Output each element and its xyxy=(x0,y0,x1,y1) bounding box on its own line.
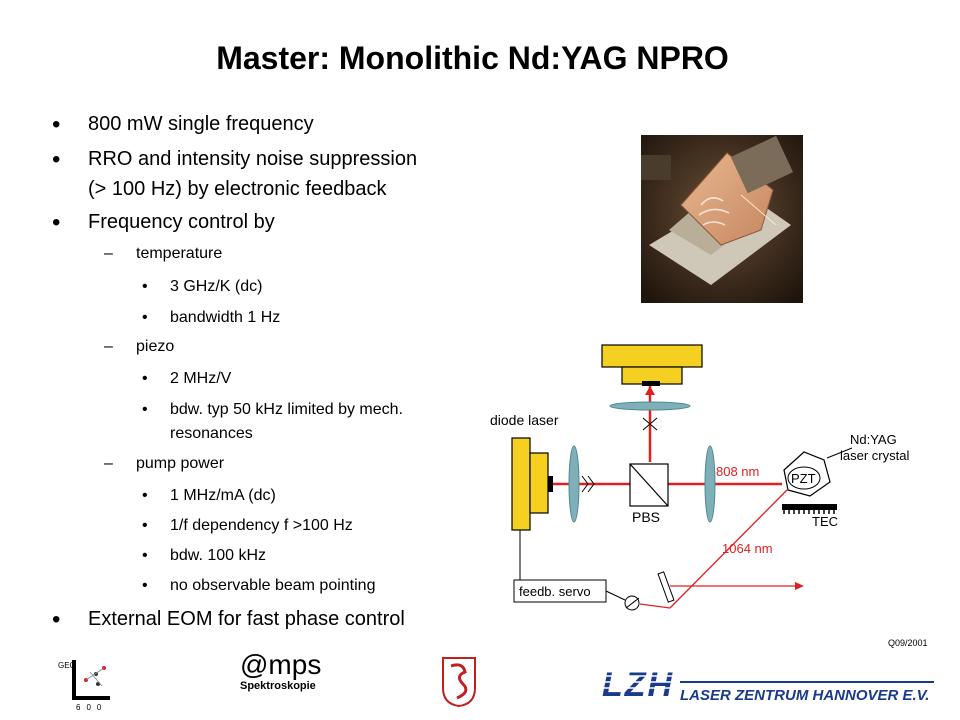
diode-laser-body xyxy=(511,437,531,531)
geo600-logo: GEO 600 xyxy=(58,660,110,712)
lens-1 xyxy=(568,445,580,523)
lens-2 xyxy=(704,445,716,523)
svg-text:LASER ZENTRUM HANNOVER E.V.: LASER ZENTRUM HANNOVER E.V. xyxy=(680,687,929,704)
crystal-pointer xyxy=(826,447,853,459)
svg-text:600: 600 xyxy=(76,703,107,712)
bullet-dot: • xyxy=(52,209,61,236)
detector-housing xyxy=(601,344,703,368)
lzh-logo: LZH LASER ZENTRUM HANNOVER E.V. xyxy=(602,666,934,704)
svg-text:LZH: LZH xyxy=(602,666,674,704)
tec-bar xyxy=(782,504,837,510)
feedback-servo-label: feedb. servo xyxy=(519,584,591,599)
bullet-dot: • xyxy=(52,606,61,633)
mps-logo: @mps Spektroskopie xyxy=(240,649,322,693)
bullet-dot: • xyxy=(52,146,61,173)
document-code: Q09/2001 xyxy=(888,638,928,648)
crystal-label-2: laser crystal xyxy=(840,448,909,463)
wavelength-808-label: 808 nm xyxy=(716,464,759,479)
detector-element xyxy=(642,381,660,386)
diode-laser-label: diode laser xyxy=(490,412,559,428)
pbs-label: PBS xyxy=(632,509,660,525)
wavelength-1064-label: 1064 nm xyxy=(722,541,773,556)
output-beam xyxy=(669,489,788,609)
tec-label: TEC xyxy=(812,514,838,529)
svg-text:GEO: GEO xyxy=(58,661,76,670)
lens-top xyxy=(609,401,691,411)
pickoff-mirror xyxy=(657,571,675,603)
crystal-label-1: Nd:YAG xyxy=(850,432,897,447)
bullet-dot: • xyxy=(52,111,61,138)
institute-crest-logo xyxy=(442,657,476,708)
crystal-photo xyxy=(641,135,803,303)
slide-title: Master: Monolithic Nd:YAG NPRO xyxy=(216,40,729,76)
npro-setup-diagram: diode laser PBS 808 nm PZT Nd:YAG laser … xyxy=(490,344,909,611)
pzt-label: PZT xyxy=(791,471,816,486)
diode-laser-head xyxy=(529,452,549,514)
